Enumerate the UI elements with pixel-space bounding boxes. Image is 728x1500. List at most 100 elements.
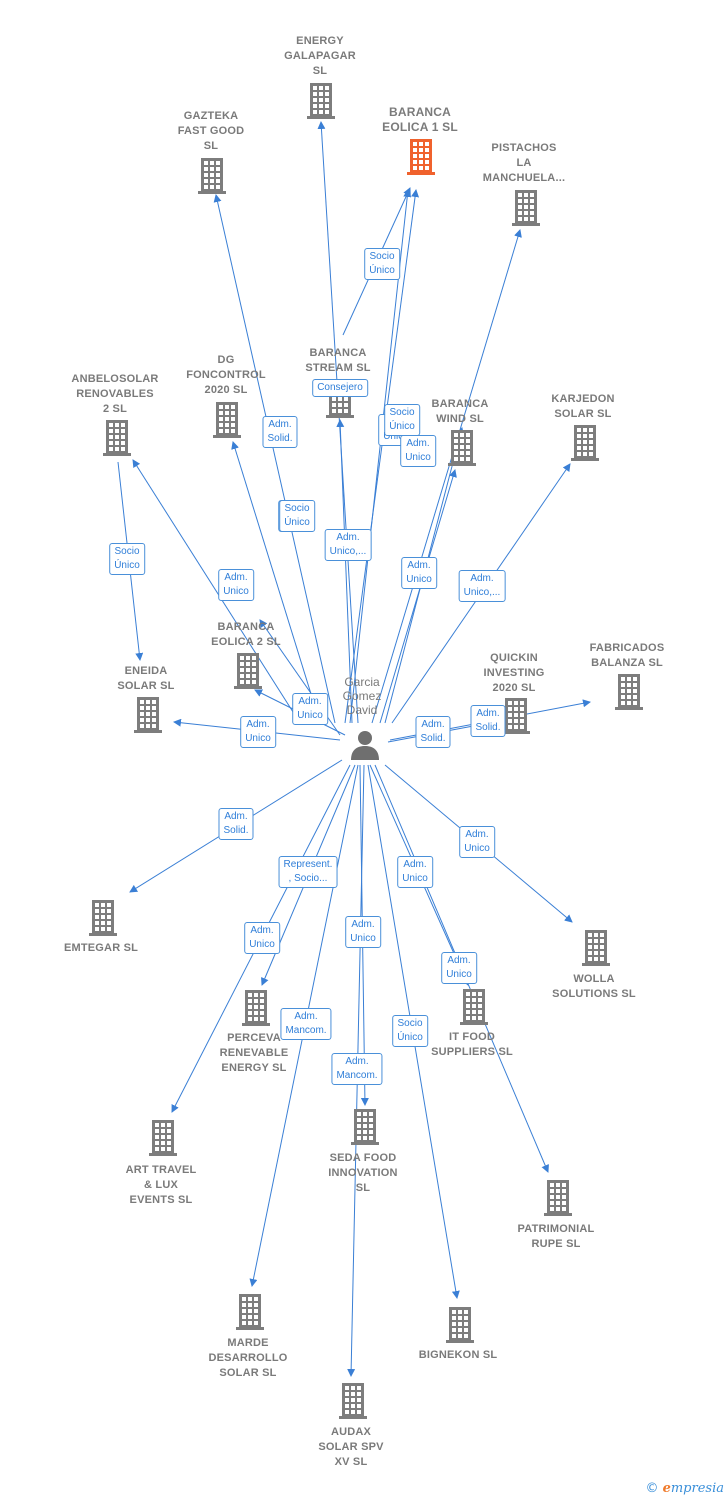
company-name: BARANCA EOLICA 1 SL [382, 105, 458, 134]
building-icon [232, 653, 264, 689]
edge-line-0 [317, 121, 359, 724]
company-node-fabricados[interactable]: FABRICADOS BALANZA SL [567, 641, 687, 671]
relationship-label[interactable]: Adm. Solid. [218, 808, 254, 840]
relationship-label[interactable]: Socio Único [109, 543, 145, 575]
relationship-label[interactable]: Consejero [312, 379, 368, 397]
company-node-itfood[interactable]: IT FOOD SUPPLIERS SL [412, 1030, 532, 1060]
edge-line-3 [213, 194, 336, 724]
building-icon [444, 1307, 476, 1343]
relationship-label[interactable]: Adm. Unico [244, 922, 280, 954]
company-node-baranca2[interactable]: BARANCA EOLICA 2 SL [186, 620, 306, 650]
building-icon [458, 989, 490, 1025]
building-icon [542, 1180, 574, 1216]
relationship-label[interactable]: Socio Único [392, 1015, 428, 1047]
relationship-label[interactable]: Adm. Unico,... [324, 529, 372, 561]
edge-line-4 [371, 229, 522, 724]
company-node-wind[interactable]: BARANCA WIND SL [400, 397, 520, 427]
company-name: BARANCA WIND SL [431, 398, 489, 425]
company-node-arttravel[interactable]: ART TRAVEL & LUX EVENTS SL [101, 1163, 221, 1208]
building-icon [500, 698, 532, 734]
building-icon [211, 402, 243, 438]
relationship-label[interactable]: Adm. Unico [459, 826, 495, 858]
relationship-label[interactable]: Adm. Unico [397, 856, 433, 888]
company-node-marde[interactable]: MARDE DESARROLLO SOLAR SL [188, 1336, 308, 1381]
company-node-gazteka[interactable]: GAZTEKA FAST GOOD SL [151, 109, 271, 154]
building-icon [510, 190, 542, 226]
company-node-emtegar[interactable]: EMTEGAR SL [41, 941, 161, 956]
company-node-patrimonial[interactable]: PATRIMONIAL RUPE SL [496, 1222, 616, 1252]
copyright-symbol: © [645, 1481, 659, 1496]
relationship-label[interactable]: Socio Único [384, 404, 420, 436]
building-icon [101, 420, 133, 456]
person-icon [351, 731, 379, 760]
relationship-label[interactable]: Adm. Unico,... [458, 570, 506, 602]
building-icon [349, 1109, 381, 1145]
relationship-label[interactable]: Adm. Unico [240, 716, 276, 748]
company-name: ENEIDA SOLAR SL [117, 665, 175, 692]
company-node-energy[interactable]: ENERGY GALAPAGAR SL [260, 34, 380, 79]
company-node-pistachos[interactable]: PISTACHOS LA MANCHUELA... [464, 141, 584, 186]
relationship-label[interactable]: Socio Único [364, 248, 400, 280]
company-name: AUDAX SOLAR SPV XV SL [318, 1426, 384, 1468]
building-icon [580, 930, 612, 966]
company-name: ANBELOSOLAR RENOVABLES 2 SL [71, 373, 159, 415]
relationship-label[interactable]: Adm. Unico [401, 557, 437, 589]
center-person-label[interactable]: Garcia Gomez David [342, 675, 382, 717]
footer-brand: © empresia [645, 1481, 724, 1496]
relationship-label[interactable]: Adm. Solid. [415, 716, 451, 748]
company-name: QUICKIN INVESTING 2020 SL [483, 652, 545, 694]
company-node-karjedon[interactable]: KARJEDON SOLAR SL [523, 392, 643, 422]
edge-line-7 [132, 459, 301, 724]
relationship-label[interactable]: Adm. Unico [218, 569, 254, 601]
company-name: BARANCA EOLICA 2 SL [211, 621, 281, 648]
edge-line-2 [344, 189, 420, 724]
company-name: BIGNEKON SL [418, 1349, 498, 1361]
company-node-dg[interactable]: DG FONCONTROL 2020 SL [166, 353, 286, 398]
company-name: EMTEGAR SL [63, 942, 139, 954]
building-icon [234, 1294, 266, 1330]
building-icon [569, 425, 601, 461]
company-node-seda[interactable]: SEDA FOOD INNOVATION SL [303, 1151, 423, 1196]
company-node-wolla[interactable]: WOLLA SOLUTIONS SL [534, 972, 654, 1002]
relationship-label[interactable]: Adm. Mancom. [331, 1053, 383, 1085]
building-icon [196, 158, 228, 194]
company-name: KARJEDON SOLAR SL [551, 393, 615, 420]
company-node-anbelo[interactable]: ANBELOSOLAR RENOVABLES 2 SL [55, 372, 175, 417]
building-icon [337, 1383, 369, 1419]
relationship-label[interactable]: Adm. Unico [345, 916, 381, 948]
brand-name: mpresia [670, 1481, 724, 1496]
company-node-baranca1[interactable]: BARANCA EOLICA 1 SL [360, 105, 480, 135]
building-icon [240, 990, 272, 1026]
company-node-quickin[interactable]: QUICKIN INVESTING 2020 SL [454, 651, 574, 696]
company-name: FABRICADOS BALANZA SL [589, 642, 665, 669]
building-icon [87, 900, 119, 936]
company-name: PISTACHOS LA MANCHUELA... [482, 142, 566, 184]
company-name: ENERGY GALAPAGAR SL [284, 35, 356, 77]
company-node-eneida[interactable]: ENEIDA SOLAR SL [86, 664, 206, 694]
company-name: GAZTEKA FAST GOOD SL [177, 110, 245, 152]
building-icon [305, 83, 337, 119]
company-name: PERCEVA RENEVABLE ENERGY SL [219, 1032, 289, 1074]
building-icon [405, 139, 437, 175]
company-node-perceva[interactable]: PERCEVA RENEVABLE ENERGY SL [194, 1031, 314, 1076]
company-name: BARANCA STREAM SL [305, 347, 371, 374]
relationship-label[interactable]: Adm. Unico [292, 693, 328, 725]
company-name: ART TRAVEL & LUX EVENTS SL [125, 1164, 197, 1206]
building-icon [132, 697, 164, 733]
company-node-stream[interactable]: BARANCA STREAM SL [278, 346, 398, 376]
relationship-label[interactable]: Adm. Solid. [262, 416, 298, 448]
edge-line-6 [231, 441, 321, 724]
relationship-label[interactable]: Adm. Solid. [470, 705, 506, 737]
relationship-label[interactable]: Socio Único [279, 500, 315, 532]
company-name: DG FONCONTROL 2020 SL [186, 354, 266, 396]
company-node-audax[interactable]: AUDAX SOLAR SPV XV SL [291, 1425, 411, 1470]
company-name: MARDE DESARROLLO SOLAR SL [208, 1337, 288, 1379]
relationship-label[interactable]: Represent. , Socio... [278, 856, 338, 888]
building-icon [446, 430, 478, 466]
relationship-label[interactable]: Adm. Unico [441, 952, 477, 984]
building-icon [147, 1120, 179, 1156]
relationship-label[interactable]: Adm. Unico [400, 435, 436, 467]
relationship-label[interactable]: Adm. Mancom. [280, 1008, 332, 1040]
company-node-bignekon[interactable]: BIGNEKON SL [398, 1348, 518, 1363]
company-name: IT FOOD SUPPLIERS SL [431, 1031, 513, 1058]
